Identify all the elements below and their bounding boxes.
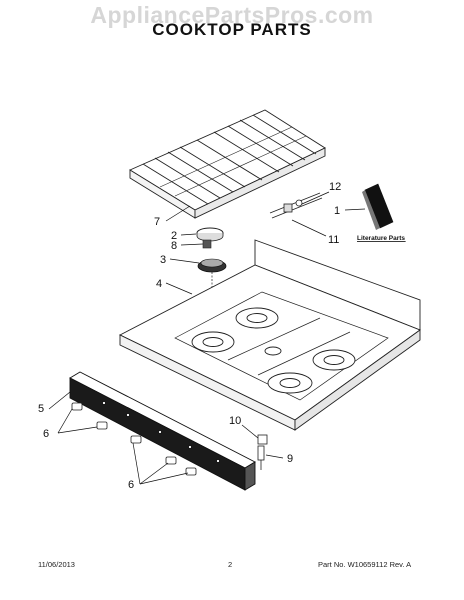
callout-11: 11	[328, 234, 339, 246]
page-title: COOKTOP PARTS	[152, 20, 312, 39]
literature-parts-label: Literature Parts	[357, 235, 405, 242]
burner-cap	[196, 227, 224, 242]
grate	[129, 109, 326, 219]
callout-3: 3	[160, 254, 166, 266]
footer-page-number: 2	[228, 560, 233, 569]
callout-2: 2	[171, 230, 177, 242]
callout-5: 5	[38, 403, 44, 415]
footer-date: 11/06/2013	[38, 560, 75, 569]
callout-1: 1	[334, 205, 340, 217]
control-knobs	[71, 402, 197, 476]
callout-7: 7	[154, 216, 160, 228]
footer-part-number: Part No. W10659112 Rev. A	[318, 560, 412, 569]
cooktop-panel	[118, 239, 421, 431]
spark-electrode-wire	[269, 192, 323, 219]
watermark-text: AppliancePartsPros.com	[90, 2, 374, 28]
ignitor-switch	[257, 434, 268, 470]
callout-4: 4	[156, 278, 162, 290]
electrode	[202, 239, 212, 249]
burner-wells	[191, 307, 356, 394]
callout-6a: 6	[43, 428, 49, 440]
callout-8: 8	[171, 240, 177, 252]
callout-10: 10	[229, 415, 241, 427]
burner-base	[197, 258, 227, 290]
callout-9: 9	[287, 453, 293, 465]
leader-lines	[48, 191, 366, 485]
literature-booklet	[362, 183, 394, 230]
callout-12: 12	[329, 181, 341, 193]
callout-6b: 6	[128, 479, 134, 491]
manifold-panel	[69, 371, 256, 491]
